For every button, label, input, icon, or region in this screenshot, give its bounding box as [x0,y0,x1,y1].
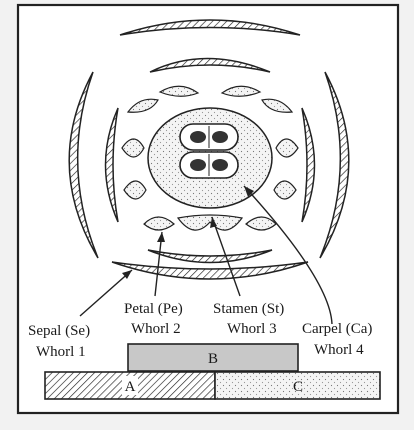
petal-left [104,107,119,223]
sepal-label: Sepal (Se) [28,323,90,339]
sepal-whorl [68,19,350,280]
sepal-whorl-label: Whorl 1 [36,344,86,360]
bar-a-label: A [125,379,136,395]
bar-c-label: C [293,379,303,395]
carpel-whorl-label: Whorl 4 [314,342,364,358]
sepal-top [119,19,301,36]
petal-label: Petal (Pe) [124,301,183,317]
ovule [190,131,206,143]
ovule [190,159,206,171]
stamen-lobe [220,85,262,97]
abc-bars: B A C [44,343,381,400]
carpel-whorl [147,107,273,209]
stamen-lobe [143,216,175,231]
leader-lines [79,185,333,325]
petal-bottom [147,249,273,264]
ovule [212,131,228,143]
stamen-lobe [275,138,299,158]
leader-sepal [79,269,133,317]
bar-c [214,371,381,400]
stamen-lobe [123,180,147,200]
bar-a-label-bg [122,376,138,395]
ovary-bottom [179,151,239,179]
sepal-left [68,71,99,259]
leader-stamen [211,216,241,297]
stamen-lobe [126,98,159,113]
bar-b-label: B [208,351,218,367]
leader-petal [154,231,163,297]
bar-b [127,343,299,372]
petal-right [301,107,316,223]
leader-arrowheads [122,186,254,279]
stamen-lobe-bottom [176,214,244,231]
leader-carpel [243,185,333,325]
sepal-bottom [111,261,309,280]
ovary-top [179,123,239,151]
petal-top [149,57,271,73]
ovule [212,159,228,171]
petal-whorl [104,57,316,264]
stamen-lobe [245,216,277,231]
stamen-lobe [121,138,145,158]
stamen-whorl-label: Whorl 3 [227,321,277,337]
stamen-lobe [273,180,297,200]
stamen-label: Stamen (St) [213,301,284,317]
stamen-lobe [261,98,294,113]
sepal-right [319,71,350,259]
stamen-lobe [158,85,200,97]
petal-whorl-label: Whorl 2 [131,321,181,337]
stamen-whorl [121,85,299,231]
carpel-label: Carpel (Ca) [302,321,372,337]
